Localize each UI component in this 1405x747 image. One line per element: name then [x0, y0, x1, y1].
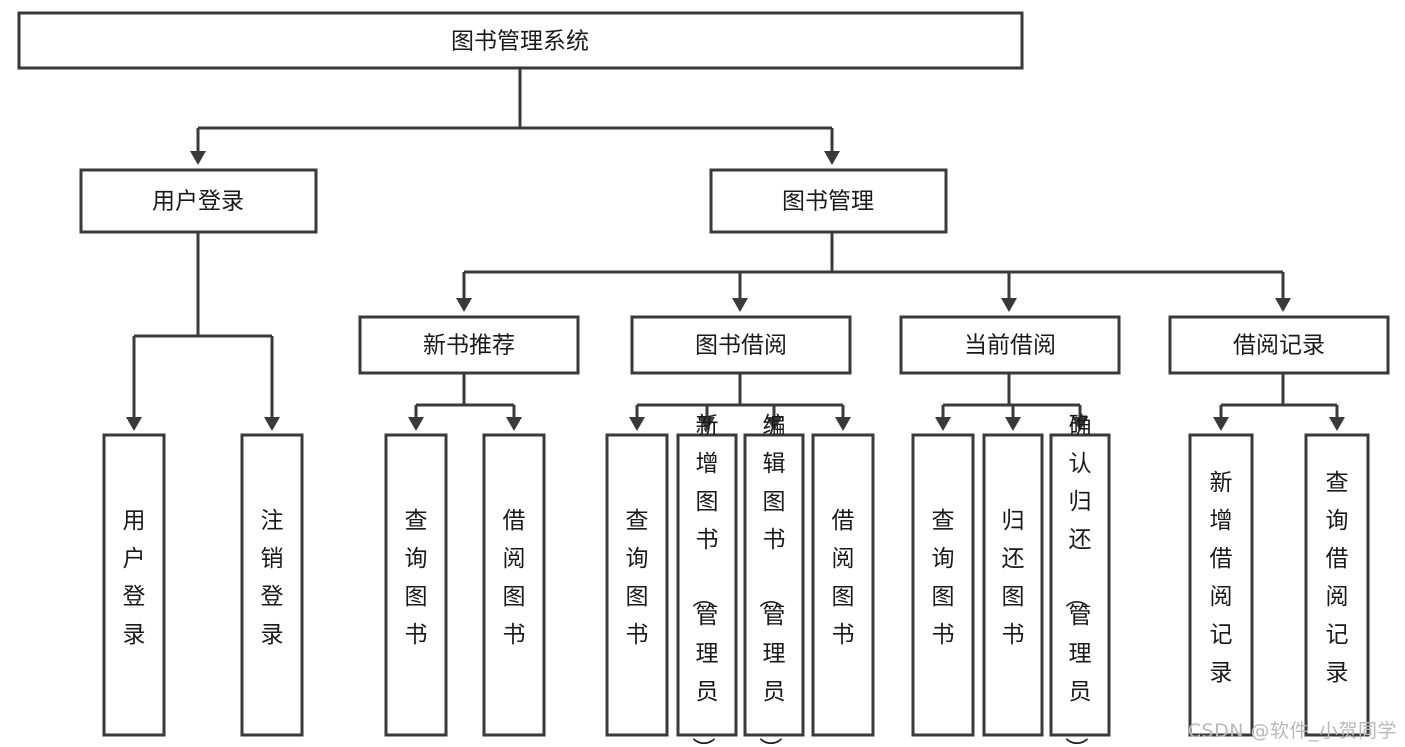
leaf-node[interactable]: 注销登录 — [240, 433, 304, 737]
leaf-node-label: 借阅图书 — [832, 508, 855, 648]
node-borrow-record-box[interactable] — [1168, 315, 1390, 375]
leaf-node[interactable]: 查询图书 — [911, 433, 975, 737]
leaf-node-label: 新增图书（管理员） — [690, 413, 719, 747]
leaf-node-box[interactable] — [811, 433, 875, 737]
leaf-node[interactable]: 新增图书（管理员） — [676, 413, 738, 747]
leaf-node-box[interactable] — [743, 433, 805, 737]
node-root[interactable]: 图书管理系统 — [17, 11, 1024, 70]
node-new-book-rec-label: 新书推荐 — [423, 333, 515, 359]
leaf-node[interactable]: 查询借阅记录 — [1304, 433, 1370, 737]
leaf-node[interactable]: 编辑图书（管理员） — [743, 413, 805, 747]
node-current-borrow-box[interactable] — [899, 315, 1121, 375]
leaf-node-box[interactable] — [482, 433, 546, 737]
leaf-node-label: 归还图书 — [1002, 508, 1025, 648]
leaf-node-label: 确认归还（管理员） — [1063, 413, 1092, 747]
leaf-node[interactable]: 归还图书 — [982, 433, 1044, 737]
leaf-node-box[interactable] — [982, 433, 1044, 737]
node-root-box[interactable] — [17, 11, 1024, 70]
node-book-borrow[interactable]: 图书借阅 — [630, 315, 852, 375]
node-borrow-record[interactable]: 借阅记录 — [1168, 315, 1390, 375]
leaf-node[interactable]: 确认归还（管理员） — [1049, 413, 1111, 747]
leaf-node[interactable]: 查询图书 — [384, 433, 448, 737]
connector-layer — [126, 68, 1345, 431]
leaf-node-label: 借阅图书 — [503, 508, 526, 648]
leaf-node-box[interactable] — [605, 433, 669, 737]
node-book-manage-label: 图书管理 — [782, 189, 874, 215]
node-layer: 图书管理系统 用户登录 图书管理 新书推荐 图书借阅 当前 — [17, 11, 1390, 747]
leaf-node-label: 注销登录 — [261, 508, 284, 648]
leaf-node[interactable]: 用户登录 — [102, 433, 166, 737]
leaf-node-box[interactable] — [1049, 433, 1111, 737]
node-root-label: 图书管理系统 — [451, 29, 589, 55]
leaf-node-label: 查询图书 — [932, 508, 955, 648]
node-borrow-record-label: 借阅记录 — [1233, 333, 1325, 359]
leaf-node-label: 查询图书 — [405, 508, 428, 648]
leaf-node-box[interactable] — [384, 433, 448, 737]
leaf-node-box[interactable] — [911, 433, 975, 737]
node-user-login[interactable]: 用户登录 — [79, 168, 318, 234]
leaf-node-box[interactable] — [1304, 433, 1370, 737]
leaf-node-label: 新增借阅记录 — [1210, 470, 1233, 686]
csdn-watermark: CSDN @软件_小贺同学 — [1187, 720, 1397, 742]
leaf-node-label: 查询图书 — [626, 508, 649, 648]
node-book-manage[interactable]: 图书管理 — [709, 168, 948, 234]
node-current-borrow[interactable]: 当前借阅 — [899, 315, 1121, 375]
leaf-node-box[interactable] — [1188, 433, 1254, 737]
leaf-node-label: 用户登录 — [123, 508, 146, 648]
leaf-node-box[interactable] — [240, 433, 304, 737]
node-user-login-label: 用户登录 — [152, 189, 244, 215]
node-book-borrow-box[interactable] — [630, 315, 852, 375]
leaf-node-label: 编辑图书（管理员） — [757, 413, 786, 747]
leaf-node[interactable]: 借阅图书 — [811, 433, 875, 737]
node-current-borrow-label: 当前借阅 — [964, 333, 1056, 359]
node-new-book-rec-box[interactable] — [358, 315, 580, 375]
node-book-manage-box[interactable] — [709, 168, 948, 234]
leaf-node-box[interactable] — [676, 433, 738, 737]
leaf-node[interactable]: 借阅图书 — [482, 433, 546, 737]
node-book-borrow-label: 图书借阅 — [695, 333, 787, 359]
leaf-node[interactable]: 查询图书 — [605, 433, 669, 737]
node-user-login-box[interactable] — [79, 168, 318, 234]
leaf-node[interactable]: 新增借阅记录 — [1188, 433, 1254, 737]
leaf-node-layer: 用户登录 注销登录 查询图书 借阅图书 查询图书 新增图书（管理员） 编辑图书（管理员） 借阅… — [102, 413, 1370, 747]
leaf-node-box[interactable] — [102, 433, 166, 737]
leaf-node-label: 查询借阅记录 — [1326, 470, 1349, 686]
node-new-book-rec[interactable]: 新书推荐 — [358, 315, 580, 375]
